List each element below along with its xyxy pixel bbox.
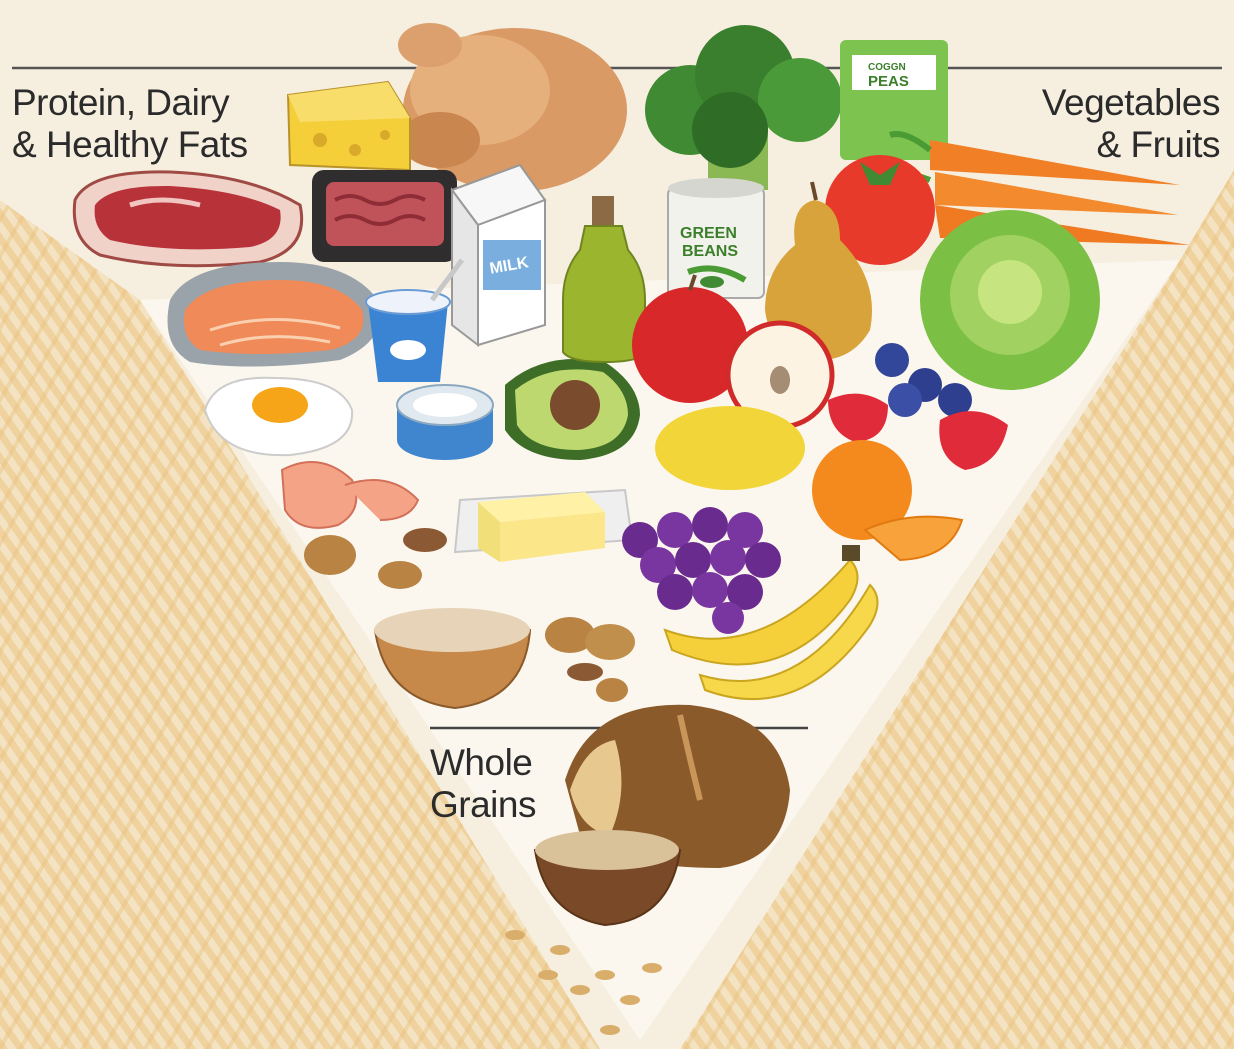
vegetables-label-line2: & Fruits [1042,124,1220,166]
protein-dairy-fats-label: Protein, Dairy & Healthy Fats [12,82,248,166]
lemon-illustration [655,406,805,490]
grains-label-line2: Grains [430,784,536,826]
broccoli-illustration [645,25,842,190]
green-beans-label-line2: BEANS [682,243,738,260]
peas-brand-text: COGGN [868,62,906,73]
vegetables-fruits-label: Vegetables & Fruits [1042,82,1220,166]
green-beans-label-line1: GREEN [680,225,737,242]
avocado-illustration [505,359,640,460]
whole-grains-label: Whole Grains [430,742,536,826]
tuna-can-illustration [397,385,493,460]
ground-meat-tray-illustration [312,170,457,262]
protein-label-line1: Protein, Dairy [12,82,248,124]
protein-label-line2: & Healthy Fats [12,124,248,166]
cheese-illustration [288,82,410,170]
milk-carton-illustration: MILK [452,165,545,345]
peas-can-label: PEAS [868,73,909,90]
roast-chicken-illustration [398,23,627,192]
lettuce-illustration [920,210,1100,390]
salmon-illustration [168,262,381,367]
grains-label-line1: Whole [430,742,536,784]
steak-illustration [74,172,301,266]
vegetables-label-line1: Vegetables [1042,82,1220,124]
